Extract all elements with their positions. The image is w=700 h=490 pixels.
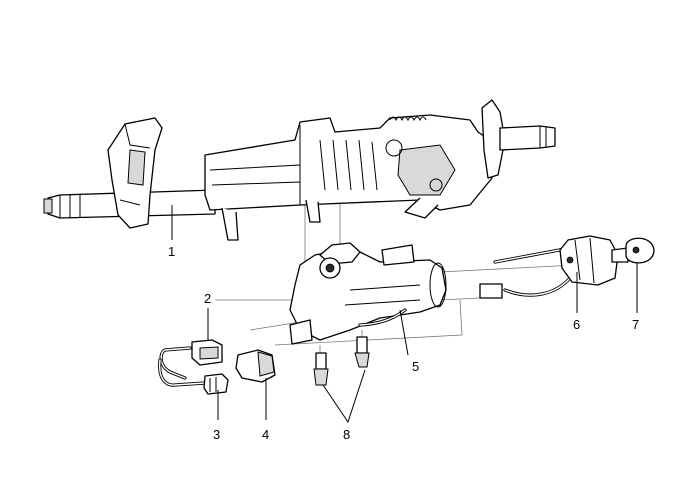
callout-8: 8: [343, 427, 350, 442]
connector-3: [158, 358, 229, 395]
callout-4: 4: [262, 427, 269, 442]
key-lock-cylinder: [479, 235, 619, 299]
connector-2: [159, 339, 223, 380]
switch-module-4: [235, 349, 276, 383]
steering-column-assembly: [43, 99, 556, 241]
alignment-guides: [215, 195, 576, 355]
ignition-key: [611, 237, 655, 264]
leader-lines: [171, 205, 638, 424]
callout-5: 5: [412, 359, 419, 374]
callout-3: 3: [213, 427, 220, 442]
callout-6: 6: [573, 317, 580, 332]
callout-1: 1: [168, 244, 175, 259]
callout-7: 7: [632, 317, 639, 332]
callout-2: 2: [204, 291, 211, 306]
ignition-lock-housing: [289, 242, 447, 345]
callout-labels: 1 2 3 4 5 6 7 8: [168, 244, 639, 442]
mounting-bolts: [313, 336, 370, 386]
